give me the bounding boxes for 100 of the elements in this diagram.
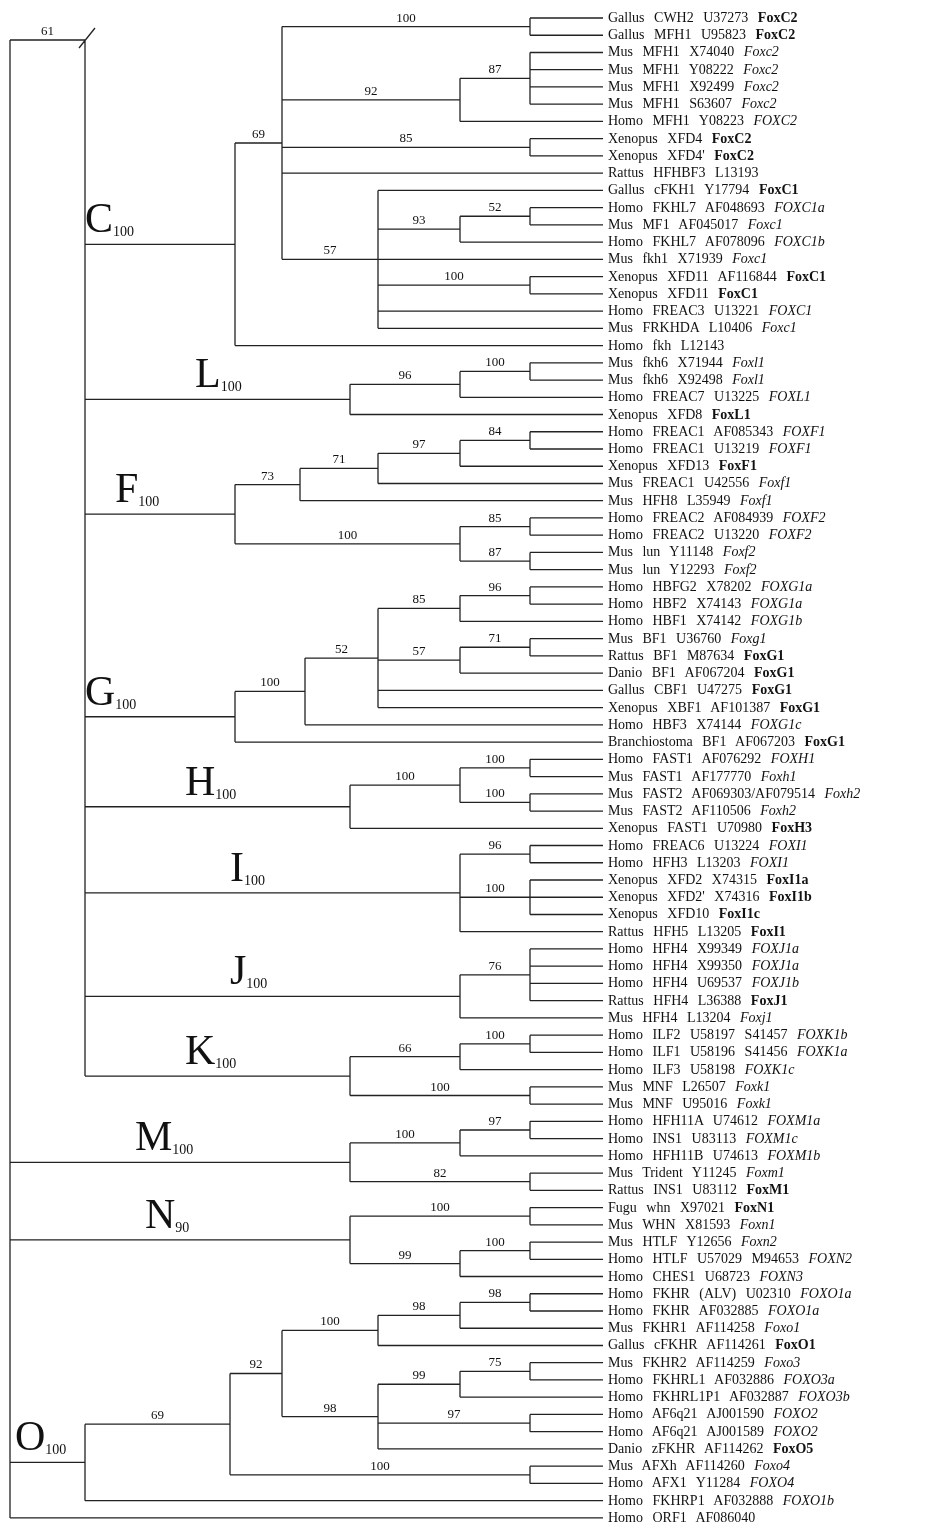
taxon-label: Homo ILF3 U58198 FOXK1c <box>608 1060 795 1078</box>
bootstrap-value: 99 <box>412 1368 426 1383</box>
taxon-label: Homo MFH1 Y08223 FOXC2 <box>608 112 797 130</box>
taxon-label: Homo HFH11A U74612 FOXM1a <box>608 1112 821 1130</box>
taxon-label: Xenopus XFD2 X74315 FoxI1a <box>608 871 809 888</box>
taxon-label: Rattus INS1 U83112 FoxM1 <box>608 1181 790 1199</box>
taxon-label: Homo HFH4 X99349 FOXJ1a <box>608 939 800 957</box>
taxon-label: Homo HBF1 X74142 FOXG1b <box>608 612 803 630</box>
taxon-label: Xenopus XFD8 FoxL1 <box>608 405 751 423</box>
clade-label: H$_{100}$ <box>185 758 237 806</box>
bootstrap-value: 75 <box>488 1355 502 1370</box>
bootstrap-value: 100 <box>485 355 505 370</box>
taxon-label: Mus FAST1 AF177770 Foxh1 <box>608 767 797 785</box>
taxon-label: Mus MF1 AF045017 Foxc1 <box>608 215 783 233</box>
bootstrap-value: 71 <box>332 452 346 467</box>
taxon-label: Fugu whn X97021 FoxN1 <box>608 1198 775 1216</box>
bootstrap-value: 73 <box>261 468 274 483</box>
taxon-label: Mus MFH1 Y08222 Foxc2 <box>608 60 779 78</box>
bootstrap-value: 100 <box>444 269 464 284</box>
clade-label: F$_{100}$ <box>115 466 160 514</box>
taxon-label: Mus WHN X81593 Foxn1 <box>608 1215 776 1233</box>
bootstrap-value: 76 <box>488 958 502 973</box>
bootstrap-value: 100 <box>430 1200 450 1215</box>
taxon-label: Homo ILF2 U58197 S41457 FOXK1b <box>608 1026 848 1044</box>
taxon-label: Mus fkh1 X71939 Foxc1 <box>608 250 768 268</box>
taxon-label: Mus FKHR2 AF114259 Foxo3 <box>608 1353 801 1371</box>
bootstrap-value: 98 <box>323 1400 337 1415</box>
taxon-label: Homo FREAC3 U13221 FOXC1 <box>608 302 813 320</box>
taxon-label: Homo FKHRL1 AF032886 FOXO3a <box>608 1370 835 1388</box>
taxon-label: Danio BF1 AF067204 FoxG1 <box>608 664 795 682</box>
bootstrap-value: 98 <box>488 1286 502 1301</box>
bootstrap-value: 96 <box>398 368 412 383</box>
bootstrap-value: 66 <box>398 1040 412 1055</box>
bootstrap-value: 93 <box>412 213 426 228</box>
taxon-label: Homo HFH11B U74613 FOXM1b <box>608 1146 821 1164</box>
bootstrap-value: 52 <box>488 200 502 215</box>
taxon-label: Gallus CBF1 U47275 FoxG1 <box>608 681 793 699</box>
taxon-label: Branchiostoma BF1 AF067203 FoxG1 <box>608 733 845 751</box>
taxon-label: Mus MFH1 X92499 Foxc2 <box>608 77 779 95</box>
taxon-label: Mus MNF U95016 Foxk1 <box>608 1095 772 1113</box>
taxon-label: Rattus HFH4 L36388 FoxJ1 <box>608 991 788 1009</box>
taxon-label: Mus MFH1 X74040 Foxc2 <box>608 43 779 61</box>
taxon-label: Mus FRKHDA L10406 Foxc1 <box>608 319 797 337</box>
bootstrap-value: 99 <box>398 1247 412 1262</box>
bootstrap-value: 97 <box>447 1407 461 1422</box>
taxon-label: Xenopus XFD10 FoxI1c <box>608 905 760 923</box>
taxon-label: Danio zFKHR AF114262 FoxO5 <box>608 1439 814 1457</box>
bootstrap-value: 100 <box>337 527 358 542</box>
bootstrap-value: 52 <box>335 642 348 657</box>
taxon-label: Homo FKHR AF032885 FOXO1a <box>608 1302 820 1319</box>
taxon-label: Xenopus XBF1 AF101387 FoxG1 <box>608 698 821 716</box>
bootstrap-value: 98 <box>412 1299 426 1314</box>
clade-label: J$_{100}$ <box>230 948 268 996</box>
taxon-label: Homo FREAC1 AF085343 FOXF1 <box>608 422 826 440</box>
taxon-label: Homo HTLF U57029 M94653 FOXN2 <box>608 1250 853 1268</box>
bootstrap-value: 100 <box>395 1126 415 1141</box>
bootstrap-value: 71 <box>488 631 502 646</box>
bootstrap-value: 92 <box>364 83 378 98</box>
taxon-label: Mus fkh6 X92498 Foxl1 <box>608 371 765 389</box>
taxon-label: Mus FKHR1 AF114258 Foxo1 <box>608 1319 801 1337</box>
taxon-label: Gallus cFKH1 Y17794 FoxC1 <box>608 181 799 199</box>
taxon-label: Mus fkh6 X71944 Foxl1 <box>608 353 765 371</box>
taxon-label: Homo AF6q21 AJ001589 FOXO2 <box>608 1422 818 1440</box>
taxon-label: Homo FKHRL1P1 AF032887 FOXO3b <box>608 1388 850 1406</box>
taxon-label: Homo FREAC2 U13220 FOXF2 <box>608 526 812 544</box>
taxon-label: Homo FKHL7 AF048693 FOXC1a <box>608 198 825 216</box>
taxon-label: Homo HBFG2 X78202 FOXG1a <box>608 577 813 595</box>
taxon-label: Homo ILF1 U58196 S41456 FOXK1a <box>608 1043 848 1061</box>
taxon-label: Mus FAST2 AF110506 Foxh2 <box>608 802 796 820</box>
taxon-label: Mus BF1 U36760 Foxg1 <box>608 629 767 647</box>
bootstrap-value: 100 <box>485 751 505 766</box>
taxon-label: Homo FREAC1 U13219 FOXF1 <box>608 440 812 457</box>
taxon-label: Homo FREAC7 U13225 FOXL1 <box>608 388 811 406</box>
taxon-label: Homo FREAC2 AF084939 FOXF2 <box>608 508 826 526</box>
bootstrap-value: 61 <box>41 24 54 38</box>
bootstrap-value: 69 <box>151 1408 164 1423</box>
bootstrap-value: 100 <box>485 1027 505 1042</box>
bootstrap-value: 57 <box>412 644 426 659</box>
bootstrap-value: 85 <box>399 131 413 146</box>
taxon-label: Homo HBF3 X74144 FOXG1c <box>608 715 802 733</box>
taxon-label: Homo FKHR (ALV) U02310 FOXO1a <box>608 1284 852 1302</box>
taxon-label: Homo AF6q21 AJ001590 FOXO2 <box>608 1405 818 1423</box>
clade-label: I$_{100}$ <box>230 844 265 892</box>
taxon-label: Mus Trident Y11245 Foxm1 <box>608 1164 785 1182</box>
bootstrap-value: 85 <box>412 592 426 607</box>
clade-label: G$_{100}$ <box>85 668 137 716</box>
bootstrap-value: 100 <box>485 786 505 801</box>
taxon-label: Mus lun Y11148 Foxf2 <box>608 543 756 561</box>
bootstrap-value: 96 <box>488 838 502 853</box>
clade-label: K$_{100}$ <box>185 1028 237 1076</box>
taxon-label: Homo FKHL7 AF078096 FOXC1b <box>608 233 825 251</box>
taxon-label: Mus FREAC1 U42556 Foxf1 <box>608 474 792 492</box>
bootstrap-value: 97 <box>488 1113 502 1128</box>
taxon-label: Gallus MFH1 U95823 FoxC2 <box>608 26 796 44</box>
clade-label: N$_{90}$ <box>145 1191 190 1239</box>
bootstrap-value: 100 <box>485 881 505 896</box>
taxon-label: Xenopus XFD4 FoxC2 <box>608 129 752 147</box>
taxon-label: Xenopus FAST1 U70980 FoxH3 <box>608 819 813 837</box>
bootstrap-value: 97 <box>412 437 426 452</box>
bootstrap-value: 69 <box>252 127 265 141</box>
